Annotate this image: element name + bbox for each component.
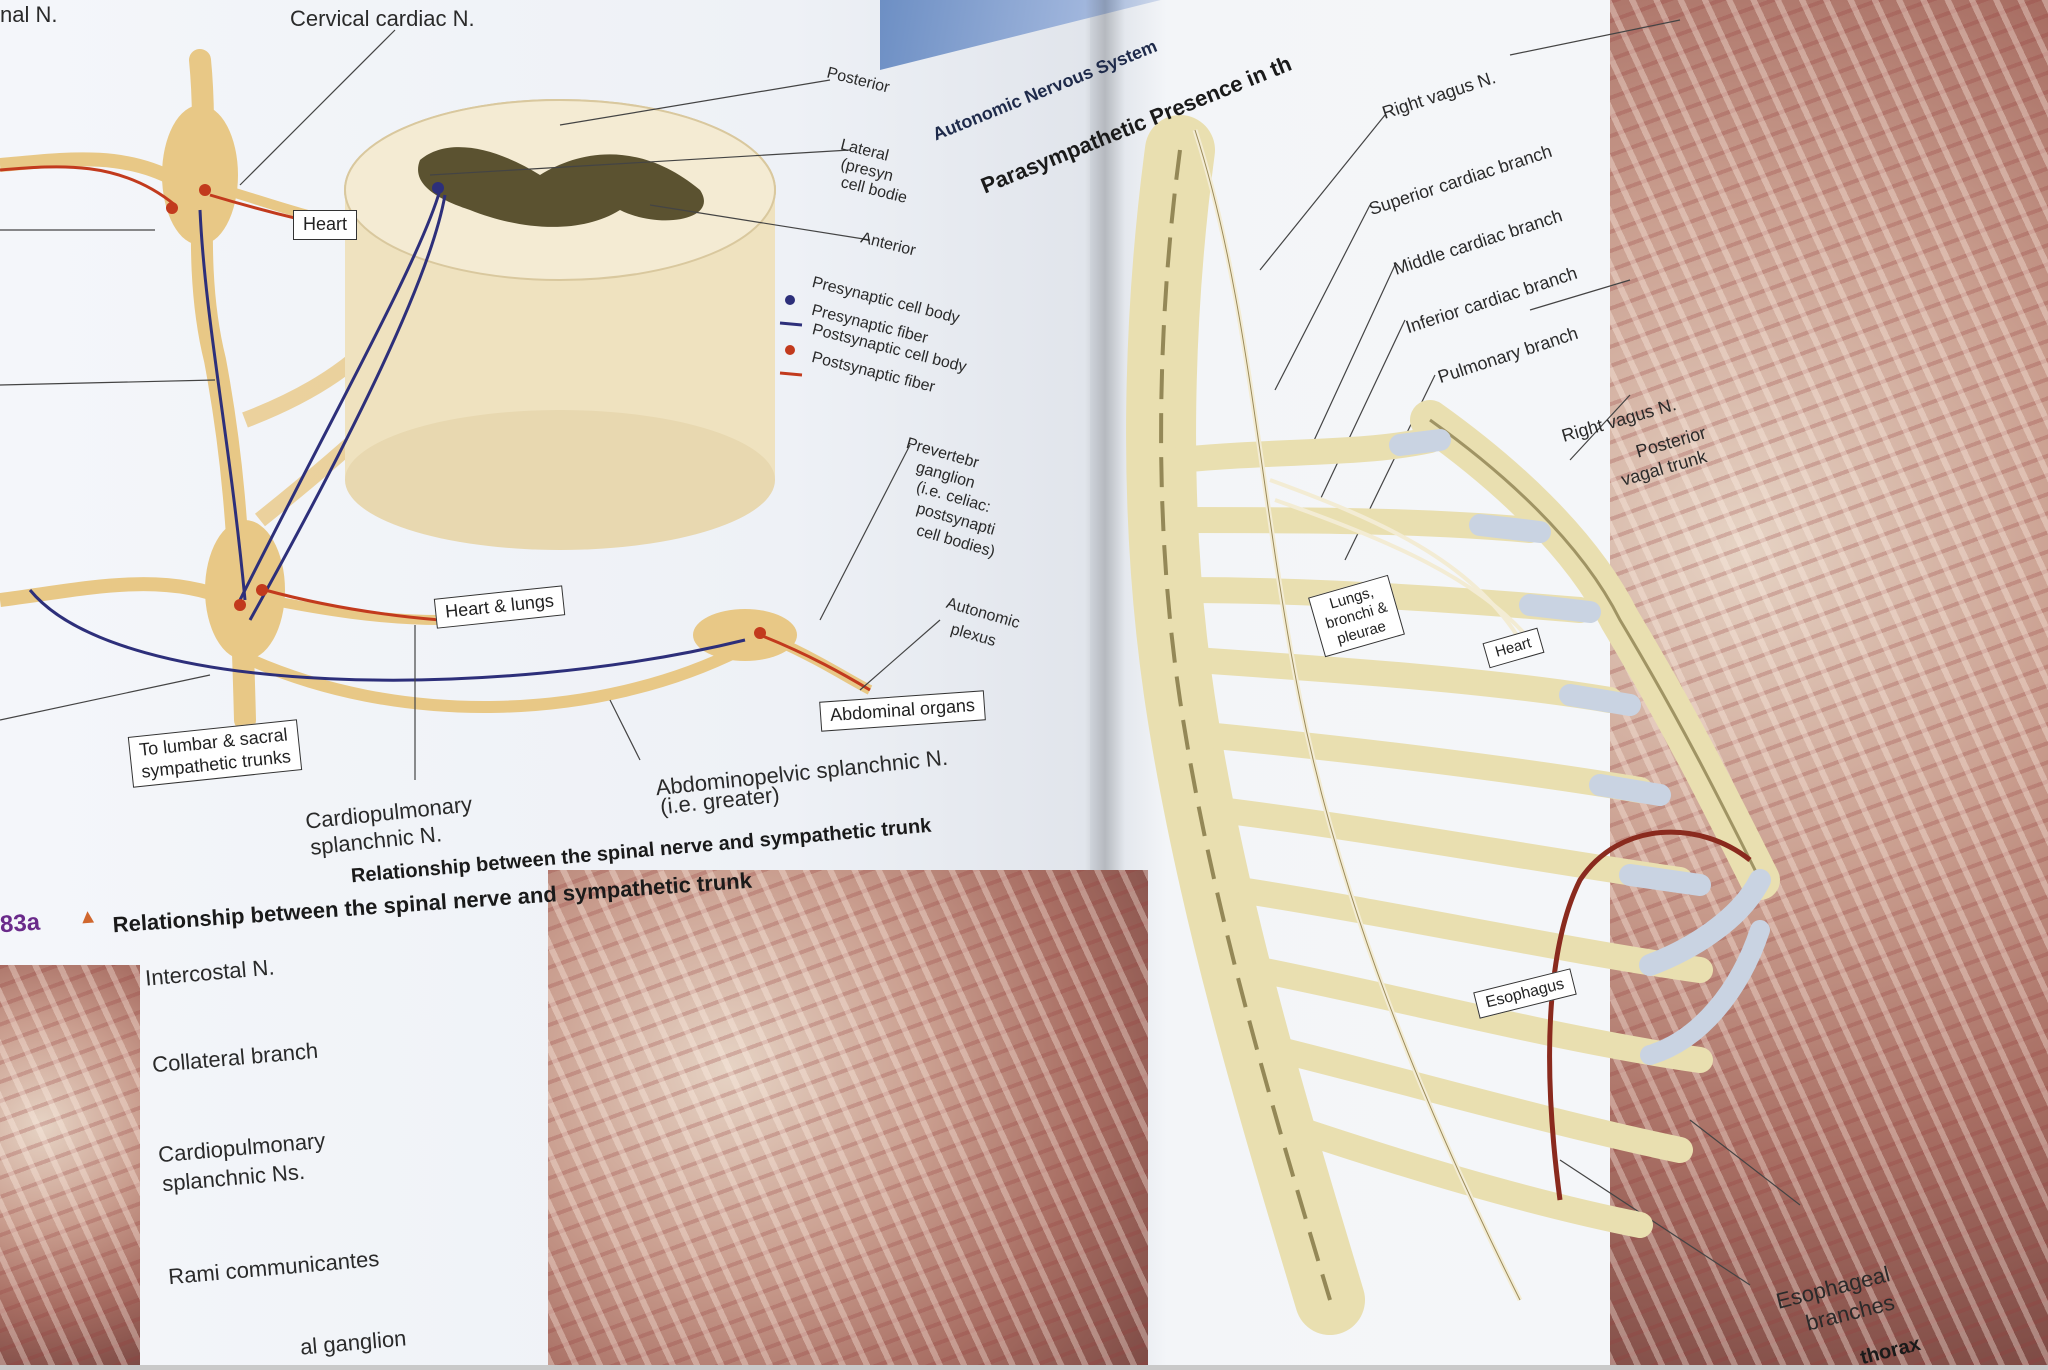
presynaptic-fiber-3 bbox=[198, 209, 247, 601]
legend-postsynaptic-fiber-mark bbox=[779, 371, 803, 377]
dissection-photo-center bbox=[548, 870, 1148, 1365]
cartilage-5 bbox=[1589, 774, 1671, 806]
presynaptic-cell-body bbox=[432, 182, 444, 194]
nerve-upper-left bbox=[0, 152, 179, 187]
cervical-ganglion bbox=[162, 105, 238, 245]
postsynaptic-cell-body-1 bbox=[166, 202, 178, 214]
sternum bbox=[1410, 400, 1780, 900]
figure-triangle-icon: ▲ bbox=[77, 905, 99, 929]
abdominopelvic-splanchnic bbox=[237, 644, 743, 713]
label-cervical-cardiac-n: Cervical cardiac N. bbox=[290, 6, 475, 31]
presynaptic-fiber-1 bbox=[238, 189, 442, 601]
spinal-cord-bottom bbox=[345, 410, 775, 550]
rib-5 bbox=[1192, 722, 1653, 803]
rib-7 bbox=[1227, 877, 1713, 983]
cartilage-6 bbox=[1619, 864, 1711, 896]
postsynaptic-cell-body-4 bbox=[256, 584, 268, 596]
postsynaptic-cell-body-5 bbox=[754, 627, 766, 639]
rib-6 bbox=[1207, 797, 1693, 893]
presynaptic-fiber-2 bbox=[248, 194, 447, 621]
nerve-mid-left bbox=[0, 577, 233, 607]
cartilage-1 bbox=[1389, 429, 1451, 456]
postsynaptic-fiber-1 bbox=[0, 165, 176, 207]
cartilage-8 bbox=[1640, 920, 1770, 1065]
gray-matter bbox=[418, 147, 704, 227]
postsynaptic-cell-body-2 bbox=[199, 184, 211, 196]
postsynaptic-fiber-3 bbox=[264, 588, 441, 622]
prevertebral-ganglion bbox=[693, 609, 797, 661]
esophagus bbox=[1547, 829, 1752, 1201]
cartilage-4 bbox=[1559, 684, 1641, 716]
legend-postsynaptic-cell-body-mark bbox=[785, 345, 795, 355]
cartilage-2 bbox=[1469, 514, 1551, 543]
cartilage-7 bbox=[1639, 869, 1771, 976]
legend-presynaptic-cell-body-mark bbox=[785, 295, 795, 305]
legend-presynaptic-fiber-mark bbox=[779, 321, 803, 327]
rib-9 bbox=[1267, 1037, 1693, 1163]
dissection-photo-left bbox=[0, 965, 140, 1365]
presynaptic-fiber-4 bbox=[28, 589, 746, 682]
postsynaptic-cell-body-3 bbox=[234, 599, 246, 611]
label-nal-n: nal N. bbox=[0, 2, 58, 27]
cartilage-3 bbox=[1519, 594, 1601, 623]
heart-lungs-branch bbox=[269, 595, 441, 625]
postsynaptic-fiber-4 bbox=[759, 633, 871, 692]
rib-4 bbox=[1182, 647, 1623, 713]
figure-number: 83a bbox=[0, 908, 41, 939]
rib-10 bbox=[1287, 1117, 1653, 1238]
box-heart-left: Heart bbox=[293, 210, 358, 240]
